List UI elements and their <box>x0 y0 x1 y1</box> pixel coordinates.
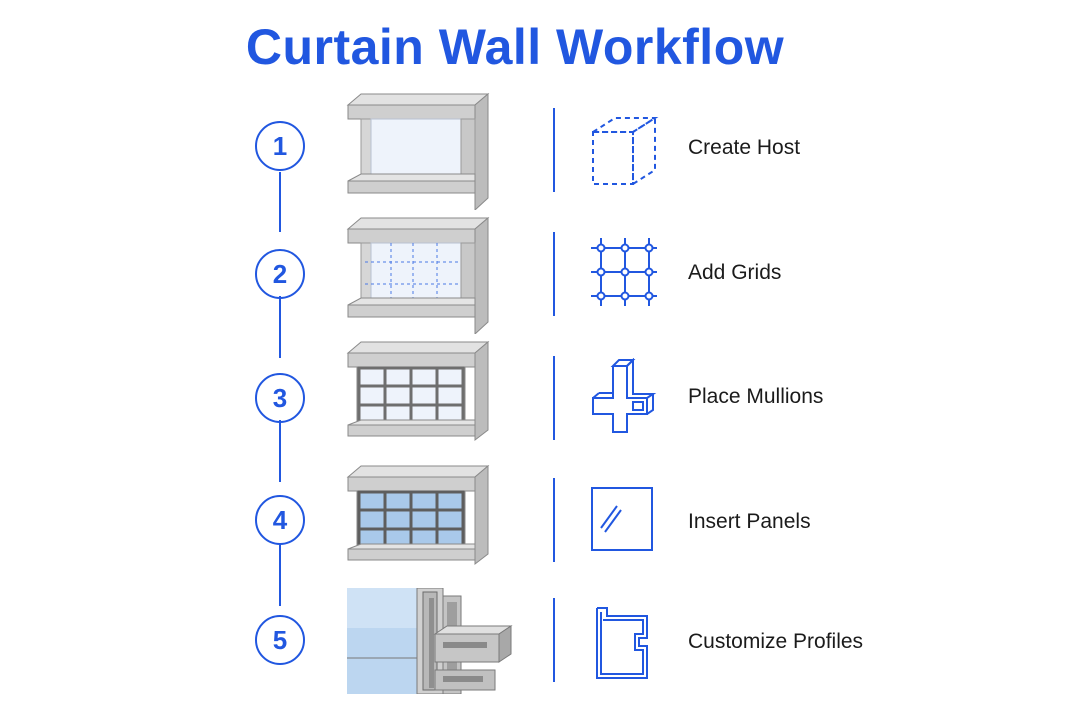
step-label: Insert Panels <box>688 510 811 533</box>
column-divider <box>553 478 555 562</box>
step-1: 1 Create Host <box>0 88 1080 210</box>
host-wall-illustration <box>346 92 490 210</box>
step-5: 5 Customize Profiles <box>0 584 1080 704</box>
step-number: 1 <box>255 121 305 171</box>
step-label: Add Grids <box>688 261 782 284</box>
step-connector <box>279 544 281 606</box>
step-label: Place Mullions <box>688 385 824 408</box>
step-number: 3 <box>255 373 305 423</box>
mullion-wall-illustration <box>346 340 490 442</box>
grid-wall-illustration <box>346 216 490 334</box>
step-label: Create Host <box>688 136 801 159</box>
column-divider <box>553 232 555 316</box>
glass-panel-icon <box>591 487 653 551</box>
column-divider <box>553 108 555 192</box>
step-number: 5 <box>255 615 305 665</box>
step-2: 2 Add Grids <box>0 212 1080 334</box>
wireframe-cube-icon <box>589 116 659 186</box>
step-number: 2 <box>255 249 305 299</box>
step-connector <box>279 172 281 232</box>
column-divider <box>553 356 555 440</box>
step-label: Customize Profiles <box>688 630 864 653</box>
step-number: 4 <box>255 495 305 545</box>
grid-icon <box>591 238 657 306</box>
column-divider <box>553 598 555 682</box>
step-3: 3 Place Mullions <box>0 336 1080 456</box>
step-connector <box>279 420 281 482</box>
profile-detail-illustration <box>347 588 513 694</box>
mullion-icon <box>592 358 657 433</box>
step-connector <box>279 296 281 358</box>
panel-wall-illustration <box>346 464 490 566</box>
page-title: Curtain Wall Workflow <box>245 19 785 75</box>
profile-icon <box>596 607 648 679</box>
step-4: 4 Insert Panels <box>0 460 1080 580</box>
